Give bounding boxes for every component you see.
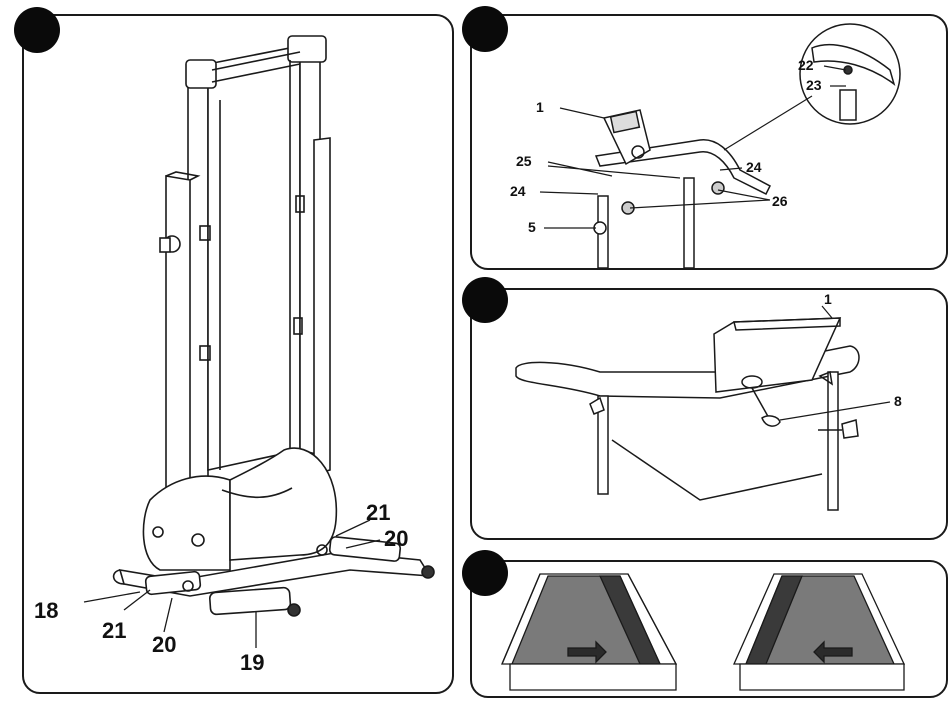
- label-part-22: 22: [798, 57, 814, 73]
- label-part-8: 8: [894, 393, 902, 409]
- label-part-20-right: 20: [384, 526, 408, 551]
- folded-treadmill-drawing: [84, 36, 434, 648]
- belt-alignment-left: [502, 574, 676, 690]
- label-part-5: 5: [528, 219, 536, 235]
- label-console-1: 1: [536, 99, 544, 115]
- label-part-24-left: 24: [510, 183, 526, 199]
- label-part-24-right: 24: [746, 159, 762, 175]
- label-part-25: 25: [516, 153, 532, 169]
- label-part-21-left: 21: [102, 618, 126, 643]
- label-part-18: 18: [34, 598, 58, 623]
- label-part-20-left: 20: [152, 632, 176, 657]
- console-handlebar-drawing: [540, 24, 900, 268]
- label-console-1-step3: 1: [824, 291, 832, 307]
- label-part-21-right: 21: [366, 500, 390, 525]
- console-knob-drawing: [516, 306, 890, 510]
- label-part-23: 23: [806, 77, 822, 93]
- label-part-26: 26: [772, 193, 788, 209]
- label-part-19: 19: [240, 650, 264, 675]
- belt-alignment-right: [734, 574, 904, 690]
